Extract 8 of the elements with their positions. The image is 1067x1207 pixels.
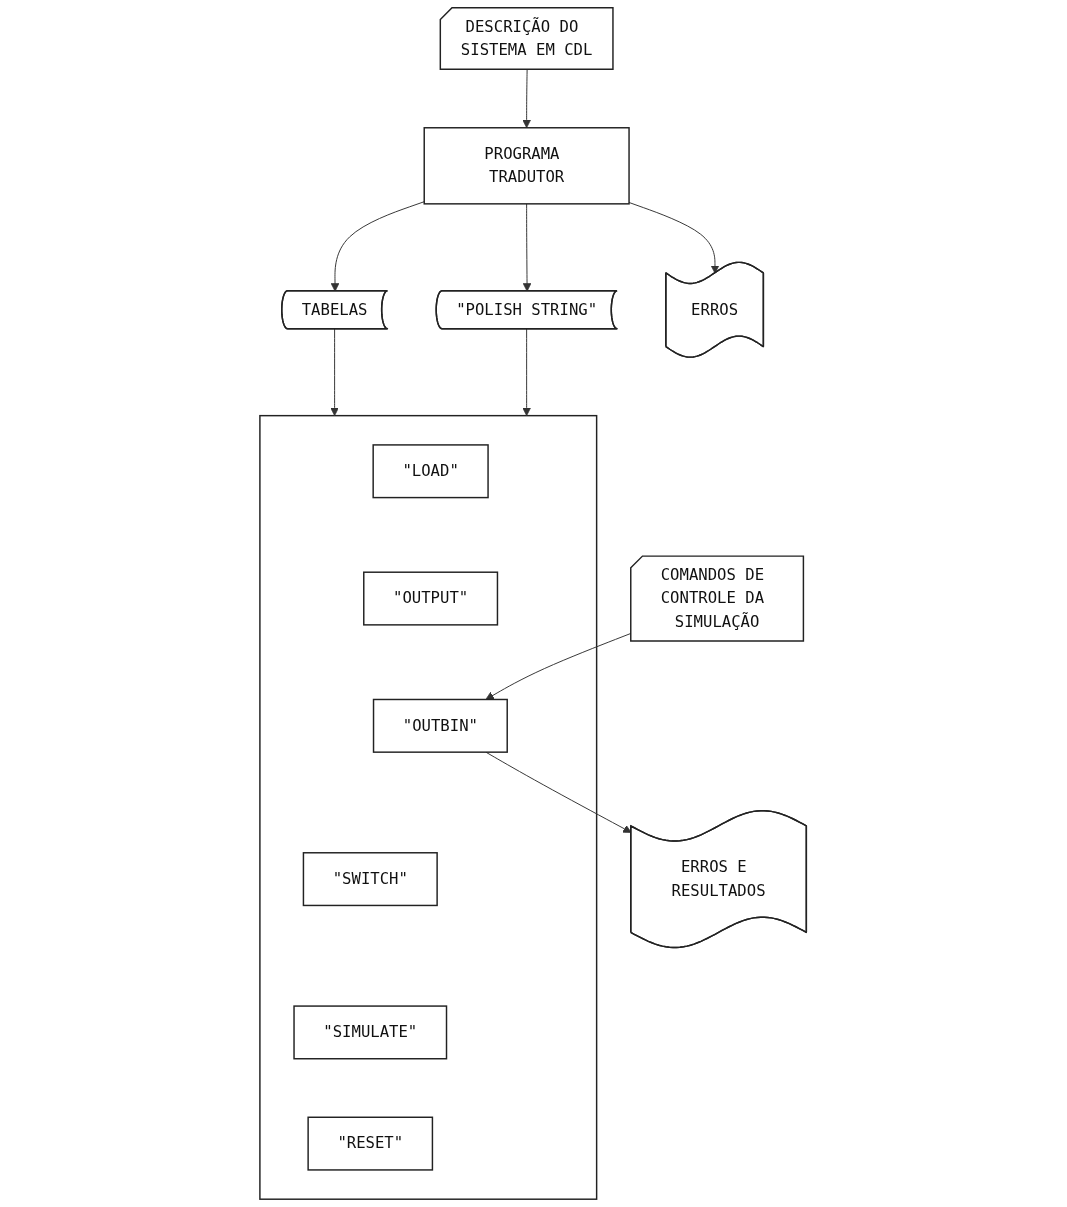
node-box: "SWITCH" [303,852,439,907]
node-box: PROGRAMA TRADUTOR [423,127,631,205]
node-box: "LOAD" [372,444,490,499]
node-box: "RESET" [307,1116,434,1171]
cluster [259,414,598,1200]
node-box: "OUTBIN" [373,698,509,753]
node-box: "SIMULATE" [293,1005,448,1060]
node-box: "OUTPUT" [363,571,499,626]
